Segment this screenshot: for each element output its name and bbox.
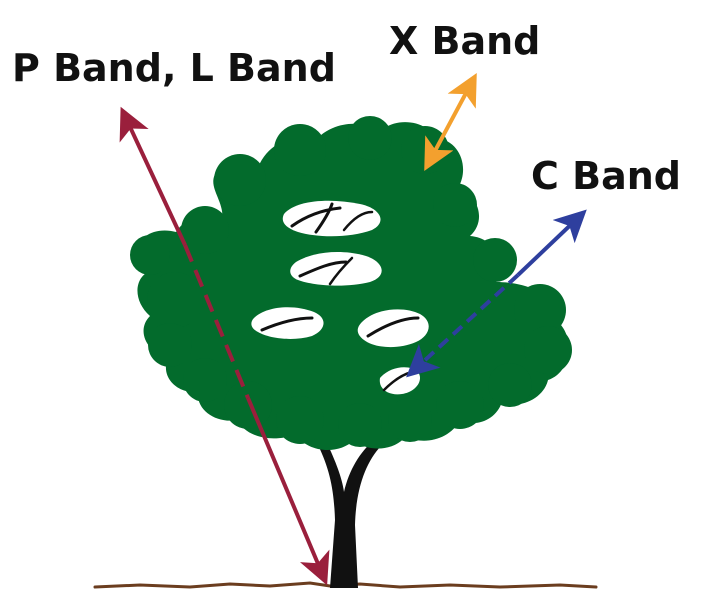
x-band-arrow: [424, 72, 477, 172]
tree-trunk: [318, 440, 381, 588]
tree-canopy: [130, 116, 572, 451]
p-l-band-label: P Band, L Band: [12, 46, 336, 90]
c-band-arrow: [406, 209, 587, 378]
ground-line: [93, 581, 598, 589]
canopy-gaps: [251, 200, 429, 395]
c-band-label: C Band: [531, 154, 681, 198]
p-l-band-arrow: [119, 106, 330, 586]
x-band-label: X Band: [389, 19, 541, 63]
